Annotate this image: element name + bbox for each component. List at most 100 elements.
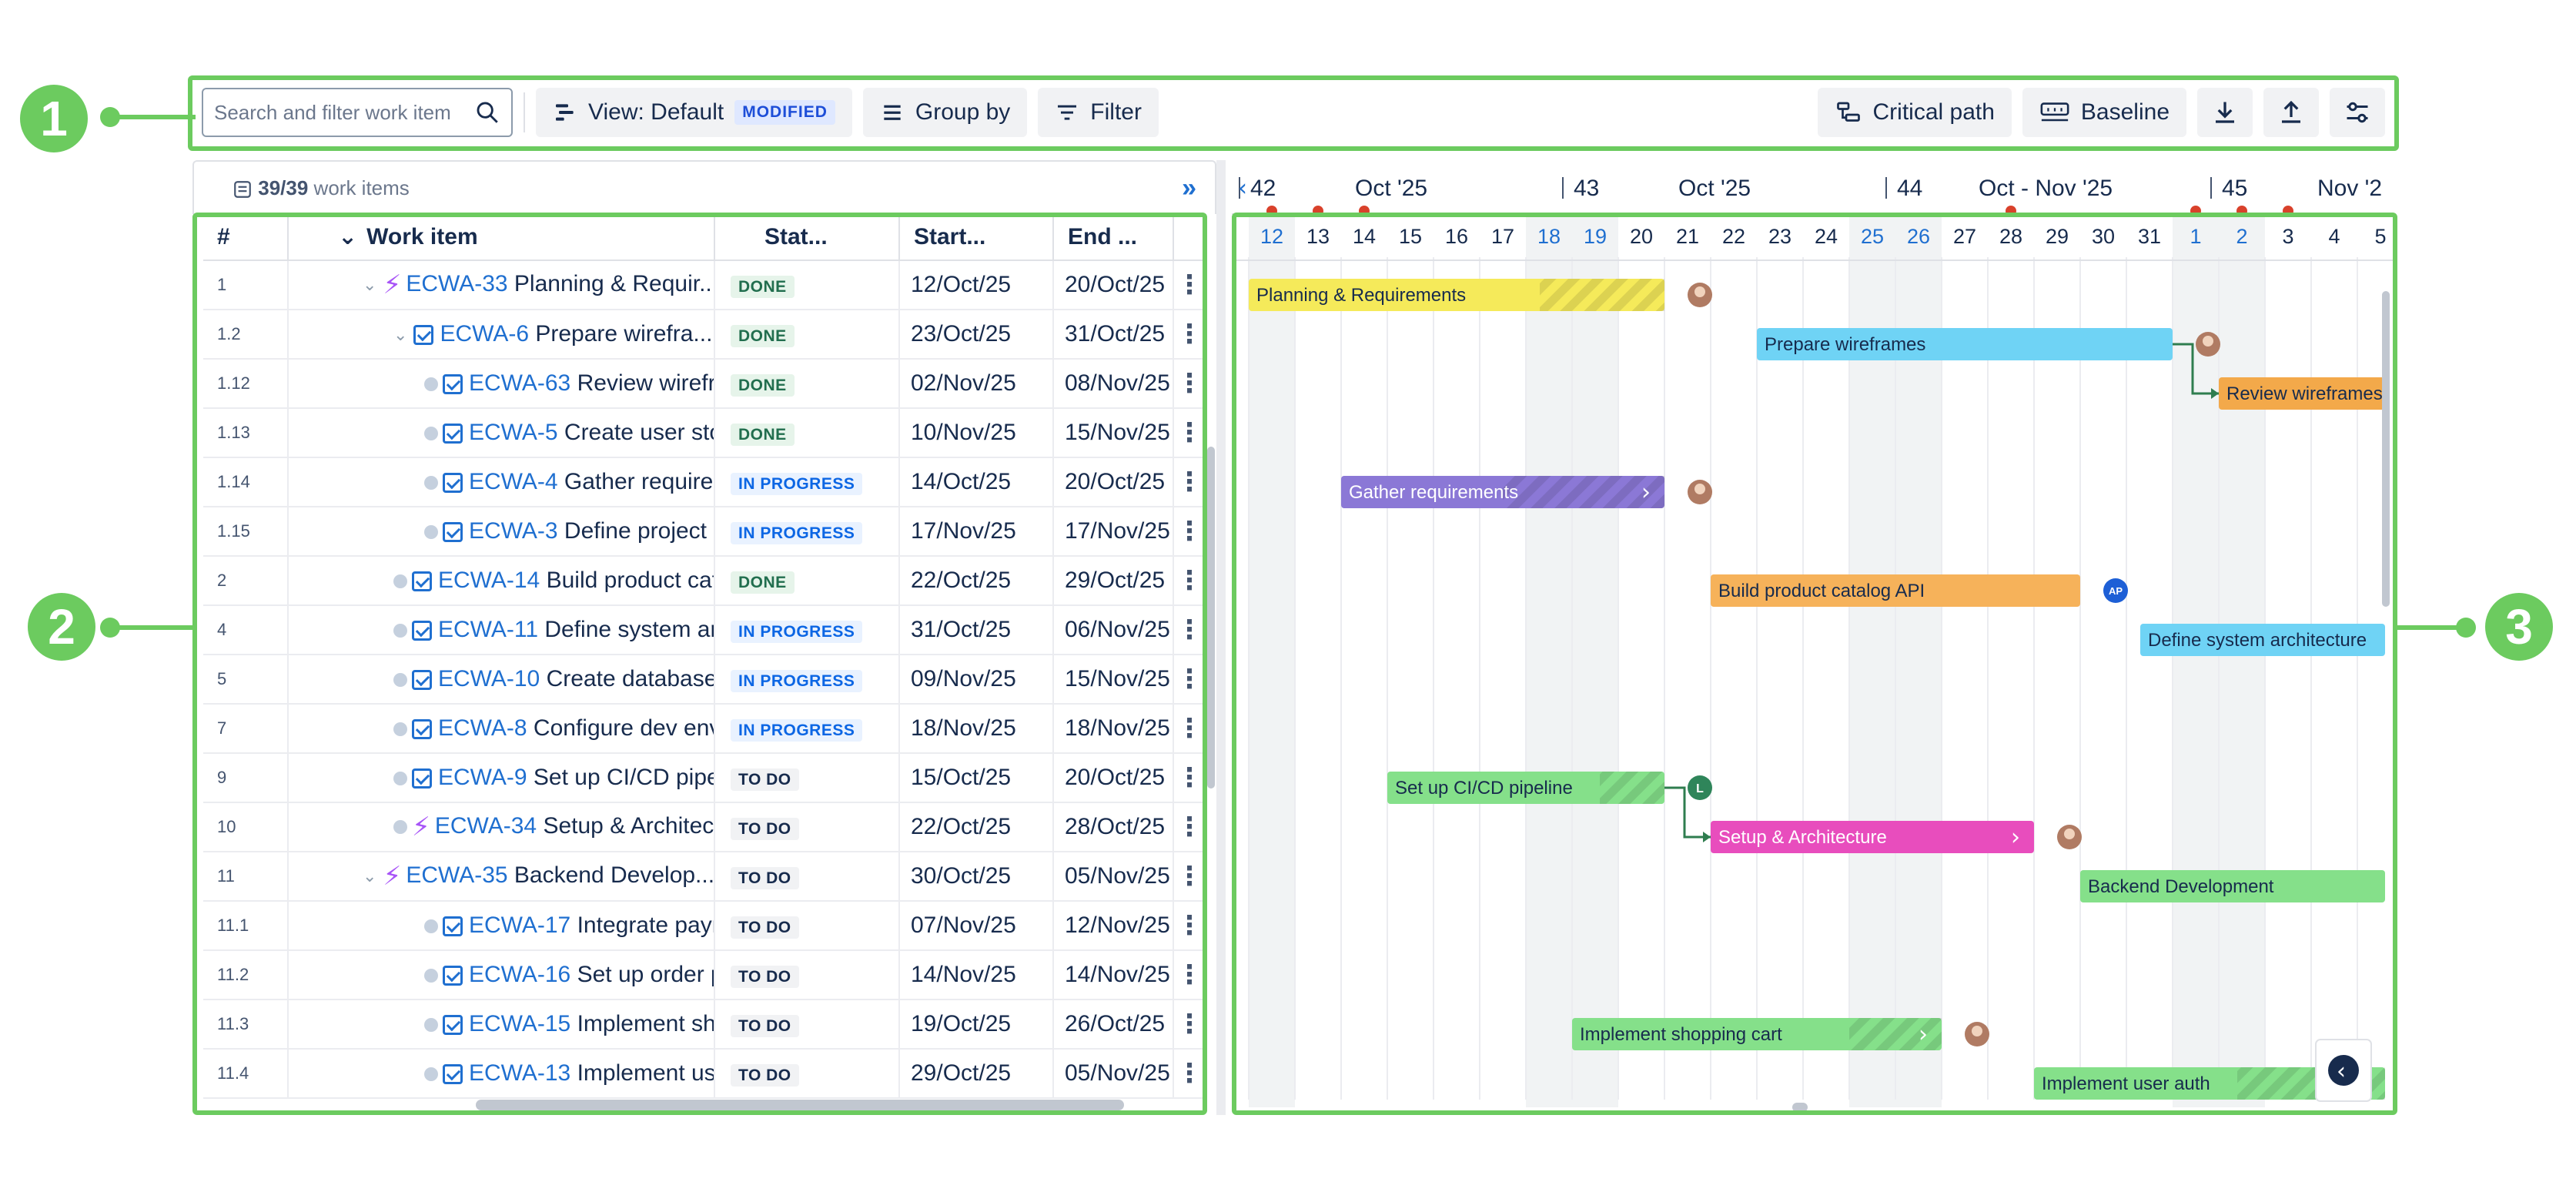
column-header-status[interactable]: Stat...: [714, 214, 900, 261]
work-item-key-link[interactable]: ECWA-14: [438, 568, 540, 593]
work-item-cell[interactable]: ECWA-16 Set up order pr...: [288, 950, 715, 1000]
start-date-cell[interactable]: 14/Oct/25: [899, 457, 1054, 507]
row-more-icon[interactable]: ⋮: [1173, 802, 1206, 852]
baseline-button[interactable]: Baseline: [2022, 88, 2186, 137]
critical-path-button[interactable]: Critical path: [1817, 88, 2012, 137]
end-date-cell[interactable]: 29/Oct/25: [1053, 556, 1174, 606]
work-item-key-link[interactable]: ECWA-6: [440, 321, 529, 347]
start-date-cell[interactable]: 18/Nov/25: [899, 704, 1054, 754]
gantt-bar[interactable]: [1757, 328, 2173, 360]
chevron-down-icon[interactable]: ⌄: [393, 325, 408, 345]
work-item-cell[interactable]: ECWA-17 Integrate paym...: [288, 901, 715, 951]
gantt-bar[interactable]: [1711, 821, 2034, 853]
start-date-cell[interactable]: 30/Oct/25: [899, 852, 1054, 902]
start-date-cell[interactable]: 07/Nov/25: [899, 901, 1054, 951]
horizontal-scrollbar[interactable]: [476, 1100, 1124, 1110]
status-cell[interactable]: TO DO: [714, 753, 900, 803]
expand-panel-icon[interactable]: »: [1182, 172, 1196, 203]
gantt-bar[interactable]: [2219, 377, 2385, 410]
status-cell[interactable]: TO DO: [714, 1000, 900, 1050]
end-date-cell[interactable]: 15/Nov/25: [1053, 408, 1174, 458]
start-date-cell[interactable]: 14/Nov/25: [899, 950, 1054, 1000]
work-item-key-link[interactable]: ECWA-16: [469, 962, 571, 987]
work-item-key-link[interactable]: ECWA-33: [406, 270, 508, 296]
row-more-icon[interactable]: ⋮: [1173, 556, 1206, 606]
work-item-key-link[interactable]: ECWA-63: [469, 370, 571, 396]
status-cell[interactable]: IN PROGRESS: [714, 655, 900, 705]
end-date-cell[interactable]: 31/Oct/25: [1053, 310, 1174, 360]
row-more-icon[interactable]: ⋮: [1173, 901, 1206, 951]
work-item-cell[interactable]: ECWA-8 Configure dev envi...: [288, 704, 715, 754]
start-date-cell[interactable]: 10/Nov/25: [899, 408, 1054, 458]
work-item-key-link[interactable]: ECWA-8: [438, 715, 527, 741]
start-date-cell[interactable]: 12/Oct/25: [899, 260, 1054, 310]
download-button[interactable]: [2197, 88, 2253, 137]
horizontal-scrollbar[interactable]: [1792, 1103, 1808, 1112]
start-date-cell[interactable]: 15/Oct/25: [899, 753, 1054, 803]
status-cell[interactable]: IN PROGRESS: [714, 507, 900, 557]
row-more-icon[interactable]: ⋮: [1173, 310, 1206, 360]
work-item-cell[interactable]: ECWA-63 Review wirefra...: [288, 359, 715, 409]
work-item-key-link[interactable]: ECWA-35: [406, 862, 508, 888]
work-item-cell[interactable]: ECWA-14 Build product cata...: [288, 556, 715, 606]
end-date-cell[interactable]: 12/Nov/25: [1053, 901, 1174, 951]
work-item-cell[interactable]: ECWA-3 Define project s...: [288, 507, 715, 557]
status-cell[interactable]: TO DO: [714, 852, 900, 902]
chevron-right-icon[interactable]: ›: [1919, 1021, 1928, 1048]
search-input[interactable]: Search and filter work item: [202, 88, 513, 137]
work-item-key-link[interactable]: ECWA-5: [469, 420, 558, 445]
start-date-cell[interactable]: 22/Oct/25: [899, 802, 1054, 852]
work-item-cell[interactable]: ECWA-10 Create database s...: [288, 655, 715, 705]
status-cell[interactable]: IN PROGRESS: [714, 457, 900, 507]
row-more-icon[interactable]: ⋮: [1173, 260, 1206, 310]
start-date-cell[interactable]: 17/Nov/25: [899, 507, 1054, 557]
work-item-cell[interactable]: ECWA-11 Define system arc...: [288, 605, 715, 655]
vertical-scrollbar[interactable]: [1207, 447, 1215, 789]
work-item-cell[interactable]: ECWA-4 Gather require...: [288, 457, 715, 507]
status-cell[interactable]: TO DO: [714, 1049, 900, 1099]
start-date-cell[interactable]: 31/Oct/25: [899, 605, 1054, 655]
group-by-button[interactable]: Group by: [862, 88, 1028, 137]
work-item-key-link[interactable]: ECWA-17: [469, 912, 571, 938]
start-date-cell[interactable]: 22/Oct/25: [899, 556, 1054, 606]
gantt-bar[interactable]: [1711, 574, 2080, 607]
row-more-icon[interactable]: ⋮: [1173, 408, 1206, 458]
chevron-down-icon[interactable]: ⌄: [363, 866, 377, 886]
view-button[interactable]: View: Default MODIFIED: [536, 88, 852, 137]
work-item-key-link[interactable]: ECWA-10: [438, 666, 540, 691]
work-item-key-link[interactable]: ECWA-13: [469, 1060, 571, 1086]
row-more-icon[interactable]: ⋮: [1173, 457, 1206, 507]
end-date-cell[interactable]: 14/Nov/25: [1053, 950, 1174, 1000]
column-header-end[interactable]: End ...: [1053, 214, 1174, 261]
work-item-cell[interactable]: ECWA-5 Create user stor...: [288, 408, 715, 458]
row-more-icon[interactable]: ⋮: [1173, 507, 1206, 557]
status-cell[interactable]: DONE: [714, 408, 900, 458]
status-cell[interactable]: DONE: [714, 359, 900, 409]
work-item-key-link[interactable]: ECWA-4: [469, 469, 558, 494]
end-date-cell[interactable]: 06/Nov/25: [1053, 605, 1174, 655]
row-more-icon[interactable]: ⋮: [1173, 753, 1206, 803]
status-cell[interactable]: TO DO: [714, 950, 900, 1000]
column-header-work-item[interactable]: ⌄Work item: [288, 214, 715, 261]
column-header-number[interactable]: #: [203, 214, 289, 261]
work-item-cell[interactable]: ECWA-13 Implement use...: [288, 1049, 715, 1099]
row-more-icon[interactable]: ⋮: [1173, 950, 1206, 1000]
work-item-cell[interactable]: ECWA-15 Implement sho...: [288, 1000, 715, 1050]
end-date-cell[interactable]: 08/Nov/25: [1053, 359, 1174, 409]
work-item-cell[interactable]: ⌄ECWA-6 Prepare wirefra...: [288, 310, 715, 360]
status-cell[interactable]: DONE: [714, 260, 900, 310]
status-cell[interactable]: TO DO: [714, 901, 900, 951]
gantt-bar[interactable]: [1387, 772, 1664, 804]
row-more-icon[interactable]: ⋮: [1173, 655, 1206, 705]
